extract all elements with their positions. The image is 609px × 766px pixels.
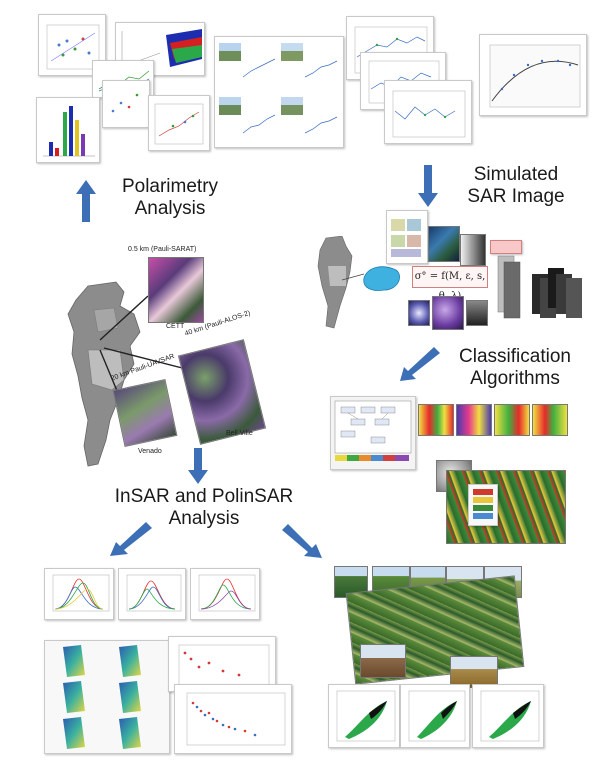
histogram-graphic: [198, 574, 256, 612]
classified-map-2: [456, 404, 492, 436]
soil-moisture-panel: [386, 210, 428, 264]
classified-map-4: [532, 404, 568, 436]
field-photo-plot-grid: [214, 36, 344, 148]
insar-heading: InSAR and PolinSAR Analysis: [104, 486, 304, 530]
class-legend: [468, 484, 498, 526]
parameter-grid-graphic: [391, 219, 421, 257]
vegetation-image: [432, 296, 464, 330]
classified-strip: [446, 470, 566, 544]
saraT-label: 0.5 km (Pauli-SARAT): [128, 246, 197, 253]
cett-label: CETT: [166, 323, 185, 330]
flowchart-graphic: [334, 400, 412, 461]
simulated-heading-line2: SAR Image: [467, 186, 565, 207]
polarimetry-plot-1: [38, 14, 106, 76]
strip-grid-graphic: [63, 645, 141, 749]
insar-heading-line2: Analysis: [168, 508, 240, 529]
histogram-plot-3: [190, 568, 260, 620]
roughness-image: [428, 226, 460, 262]
sar-stack-graphic: [497, 255, 582, 319]
classifier-flowchart: [330, 396, 416, 470]
argentina-map: [67, 281, 141, 467]
arrow-diag-left: [110, 522, 152, 556]
polarimetry-plot-5: [148, 95, 210, 151]
classified-map-1: [418, 404, 454, 436]
line-plot-graphic: [392, 90, 466, 138]
coherence-region-graphic: [480, 690, 540, 742]
legend-graphic: [473, 489, 493, 519]
simulated-heading-line1: Simulated: [473, 164, 559, 185]
scatter-graphic: [186, 692, 286, 746]
bar-chart-graphic: [43, 106, 95, 157]
uavsar-image: [112, 379, 178, 447]
dielectric-image: [460, 234, 486, 266]
polinsar-coherence-plot-3: [472, 684, 544, 748]
histogram-graphic: [52, 574, 110, 612]
soil-cover-image: [466, 300, 488, 326]
scatter-graphic: [178, 644, 270, 686]
classification-label-box: [490, 240, 522, 254]
saraT-image: [148, 257, 204, 323]
polarimetry-heading: Polarimetry Analysis: [100, 176, 240, 220]
biomass-image: [408, 300, 430, 326]
polarimetry-bar-plot: [36, 97, 100, 163]
simulated-heading: Simulated SAR Image: [446, 164, 586, 208]
simulation-fit-plot: [479, 34, 587, 116]
photo-plot-grid-graphic: [219, 43, 338, 134]
polinsar-coherence-plot-2: [400, 684, 470, 748]
classification-heading-line1: Classification: [459, 346, 571, 367]
classification-heading: Classification Algorithms: [440, 346, 590, 390]
venado-label: Venado: [138, 448, 162, 455]
histogram-plot-1: [44, 568, 114, 620]
equation-box: σ° = f(M, ε, s, θ, λ): [412, 266, 488, 302]
arrow-up-polarimetry: [76, 180, 96, 222]
classification-heading-line2: Algorithms: [470, 368, 560, 389]
scatter-plot-graphic: [154, 103, 204, 145]
coherence-region-graphic: [336, 690, 396, 742]
arrow-diag-classification: [400, 347, 440, 381]
polinsar-coherence-plot-1: [328, 684, 400, 748]
study-region-blob: [363, 266, 400, 291]
histogram-plot-2: [118, 568, 186, 620]
insar-heading-line1: InSAR and PolinSAR: [114, 486, 294, 507]
arrow-down-simulated: [418, 165, 438, 207]
histogram-graphic: [126, 574, 182, 612]
arrow-down-insar: [188, 448, 208, 484]
polarimetry-plot-4: [102, 80, 150, 128]
timeseries-plot-3: [384, 80, 472, 144]
polarimetry-heading-line2: Analysis: [134, 198, 206, 219]
field-photo-soybean: [360, 644, 406, 678]
coherence-strips: [44, 640, 170, 754]
scatter-plot-graphic: [111, 93, 139, 113]
bellville-label: Bell Ville: [226, 430, 253, 437]
simulation-connector-lines: [341, 273, 365, 281]
curve-fit-graphic: [489, 44, 581, 108]
scatter-plot-lower: [174, 684, 292, 754]
polarimetry-heading-line1: Polarimetry: [121, 176, 219, 197]
3d-scatter-graphic: [121, 29, 202, 68]
classified-map-3: [494, 404, 530, 436]
alos-image: [177, 339, 267, 445]
coherence-region-graphic: [408, 690, 466, 742]
argentina-map-small: [317, 236, 353, 329]
scatter-plot-graphic: [46, 24, 100, 70]
arrow-diag-right: [282, 524, 322, 558]
